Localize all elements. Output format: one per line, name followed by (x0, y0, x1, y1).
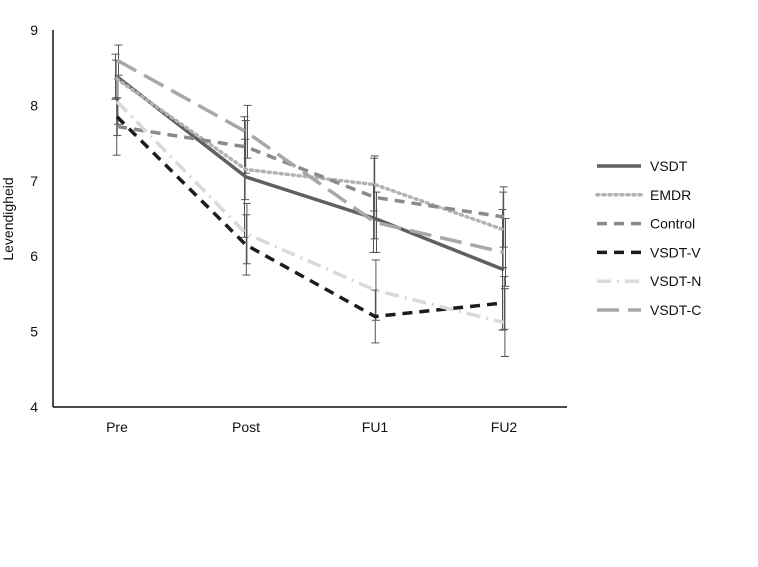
legend-label: VSDT-C (650, 302, 701, 318)
legend-label: EMDR (650, 187, 691, 203)
x-tick-label: Pre (106, 419, 128, 435)
series-line-vsdt-c (116, 58, 505, 255)
series-line-vsdt-n (115, 100, 505, 325)
y-tick-label: 5 (30, 324, 38, 340)
legend-label: Control (650, 216, 695, 232)
y-axis-title: Levendigheid (0, 177, 16, 260)
legend-label: VSDT-N (650, 273, 701, 289)
series-line-vsdt-v (115, 115, 505, 319)
x-tick-labels: Pre Post FU1 FU2 (106, 419, 517, 435)
y-tick-labels: 4 5 6 7 8 9 (30, 22, 38, 415)
y-tick-label: 7 (30, 173, 38, 189)
series-lines (115, 58, 506, 325)
y-tick-label: 4 (30, 399, 38, 415)
x-tick-label: FU1 (362, 419, 389, 435)
series-line-vsdt (115, 75, 505, 272)
legend-label: VSDT-V (650, 244, 701, 260)
series-line-control (116, 124, 505, 219)
x-tick-label: Post (232, 419, 260, 435)
y-tick-label: 6 (30, 248, 38, 264)
y-tick-label: 8 (30, 97, 38, 113)
legend-label: VSDT (650, 158, 688, 174)
x-tick-label: FU2 (491, 419, 518, 435)
y-tick-label: 9 (30, 22, 38, 38)
